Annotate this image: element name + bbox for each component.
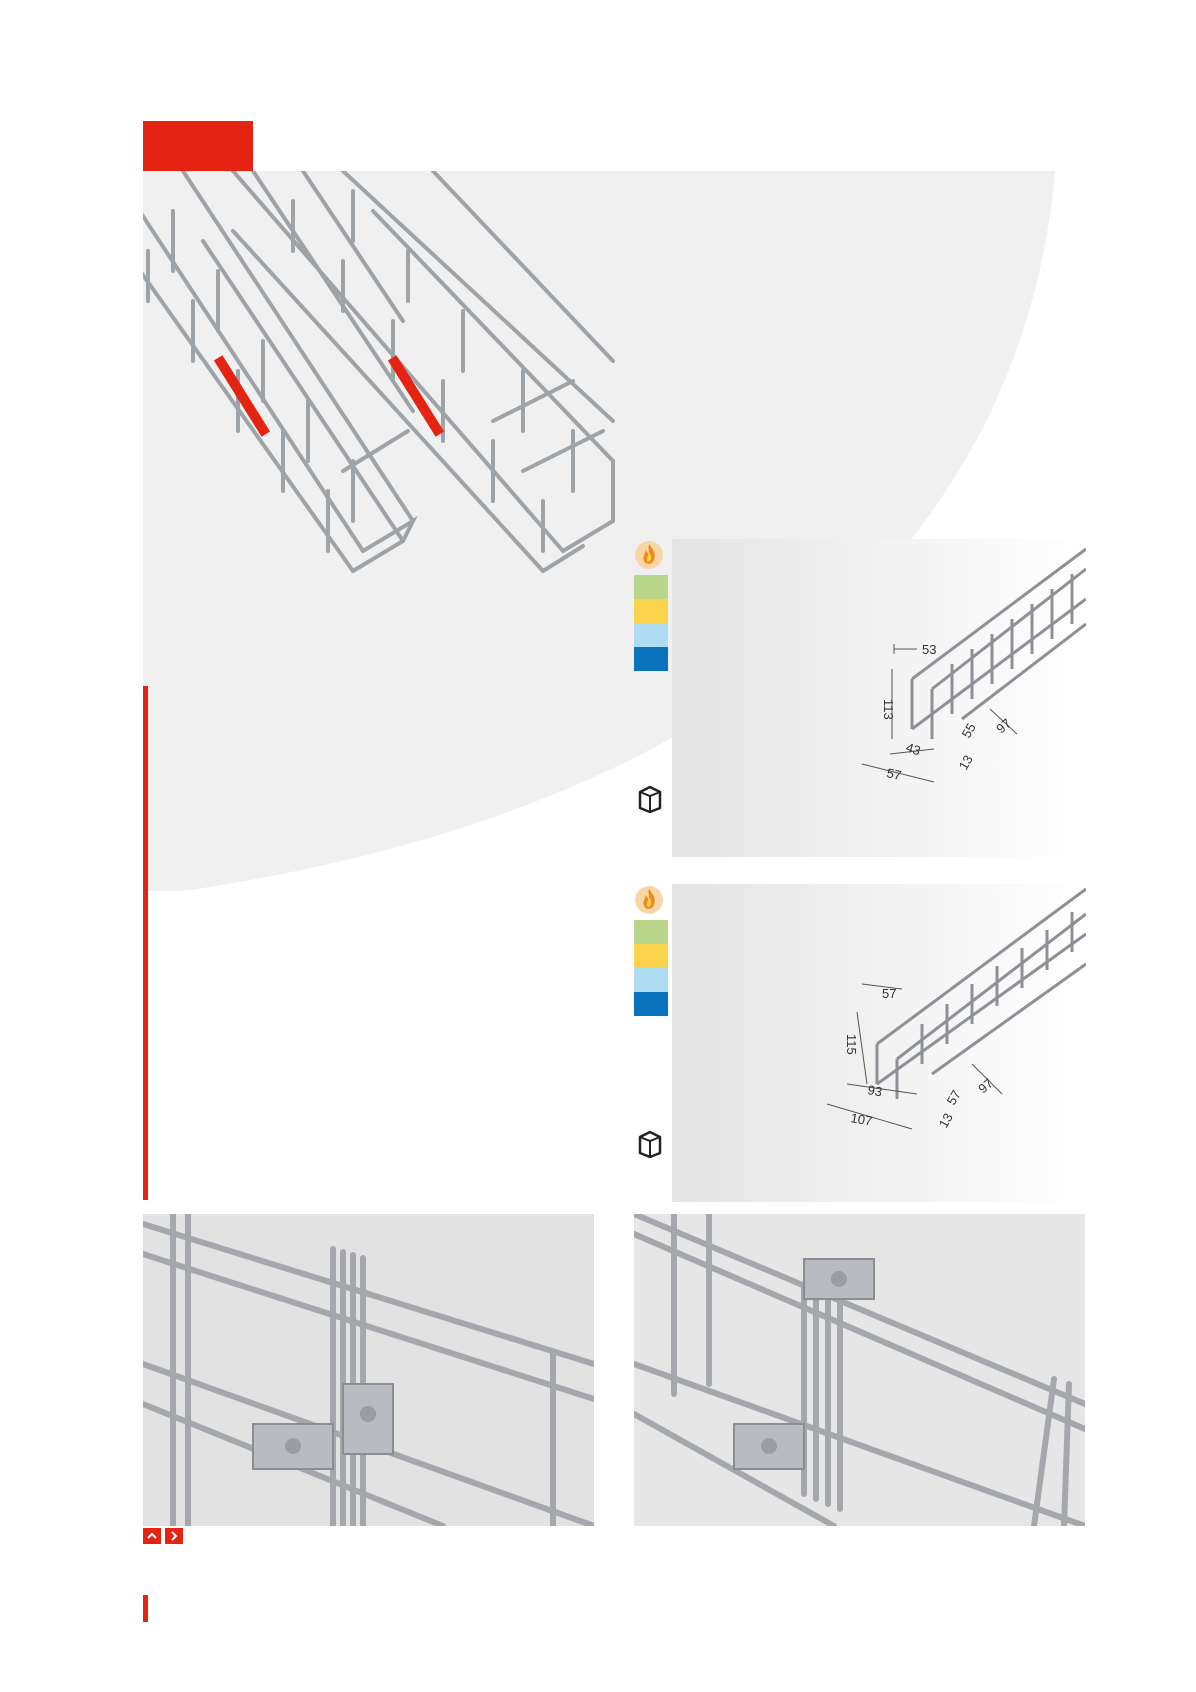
product-photo-2: 57 115 93 107 57 97 13: [672, 884, 1087, 1202]
dim-base: 13: [936, 1110, 956, 1130]
dim-height: 113: [881, 699, 896, 720]
flame-icon: [634, 885, 664, 915]
environment-bar-4: [634, 992, 668, 1016]
dim-step: 55: [959, 720, 979, 740]
environment-bar-1: [634, 920, 668, 944]
product-card-2: 57 115 93 107 57 97 13: [634, 884, 1087, 1202]
dim-top-width: 53: [922, 642, 936, 657]
package-icon: [636, 1129, 664, 1159]
dim-outer-width: 57: [885, 765, 902, 783]
pager: [143, 1528, 183, 1544]
flame-icon: [634, 540, 664, 570]
chevron-right-icon: [171, 1531, 178, 1541]
detail-photo-2: [631, 1211, 1088, 1529]
section-tab: [143, 121, 253, 172]
environment-bar-4: [634, 647, 668, 671]
dim-base: 13: [956, 752, 976, 772]
product-card-1: 53 113 43 57 55 97 13: [634, 539, 1087, 857]
environment-bar-1: [634, 575, 668, 599]
hero-image: [143, 171, 1055, 891]
next-page-button[interactable]: [165, 1528, 183, 1544]
dim-outer-width: 107: [849, 1110, 873, 1129]
dim-inner-width: 43: [904, 740, 922, 759]
package-icon: [636, 784, 664, 814]
side-rule: [143, 686, 148, 1200]
chevron-up-icon: [147, 1532, 157, 1539]
product-photo-1: 53 113 43 57 55 97 13: [672, 539, 1087, 857]
dim-inner-width: 93: [866, 1082, 883, 1099]
dim-height: 115: [844, 1034, 859, 1055]
prev-page-button[interactable]: [143, 1528, 161, 1544]
dim-step: 57: [944, 1087, 964, 1107]
detail-photo-1: [140, 1211, 597, 1529]
environment-bar-3: [634, 968, 668, 992]
environment-bar-2: [634, 599, 668, 623]
environment-bar-3: [634, 623, 668, 647]
footer-rule: [143, 1595, 148, 1622]
environment-bar-2: [634, 944, 668, 968]
dim-top-width: 57: [882, 986, 896, 1001]
